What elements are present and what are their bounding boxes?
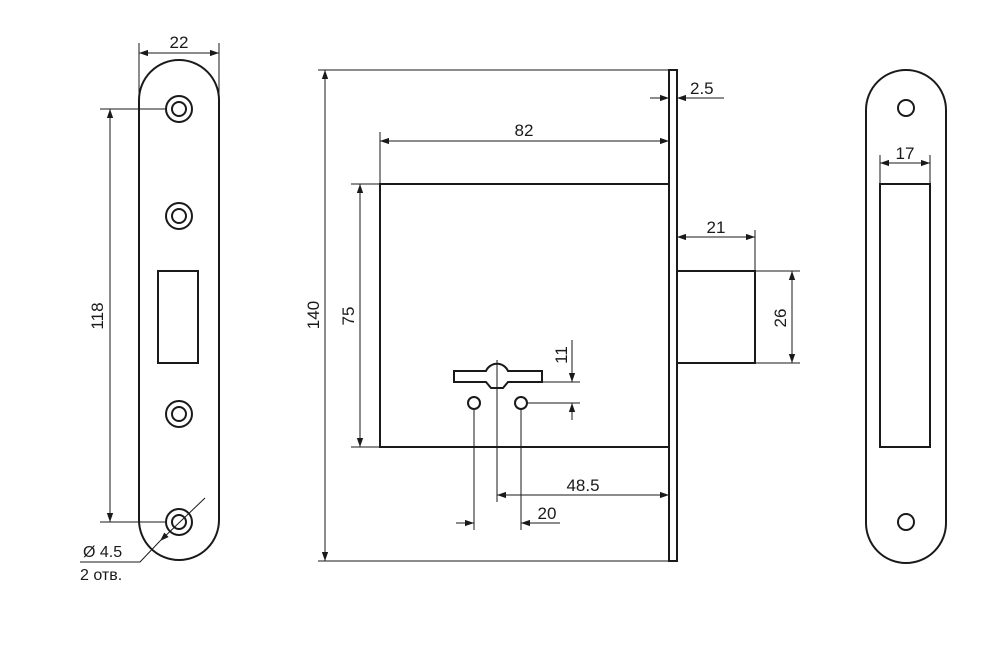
keyhole	[453, 362, 543, 389]
strike-screw-hole-bottom	[897, 513, 915, 531]
dim-faceplate-thickness: 2.5	[690, 79, 714, 98]
screw-hole-lower	[165, 400, 193, 428]
dim-hole-diameter: Ø 4.5	[83, 544, 122, 561]
dim-keyhole-offset: 11	[552, 346, 571, 364]
screw-hole-top	[165, 95, 193, 123]
screw-hole-upper	[165, 202, 193, 230]
strike-opening	[879, 183, 931, 448]
bolt-opening	[157, 270, 199, 364]
dim-faceplate-width: 22	[170, 33, 189, 52]
dim-bolt-throw: 21	[707, 218, 726, 237]
strike-plate-view: 17	[865, 69, 947, 564]
dim-total-height: 140	[304, 301, 323, 329]
strike-screw-hole-top	[897, 99, 915, 117]
dim-bolt-height: 26	[771, 309, 790, 328]
hole-count-note: 2 отв.	[80, 567, 122, 584]
bolt	[676, 270, 756, 364]
dim-body-depth: 82	[515, 121, 534, 140]
faceplate-side	[668, 69, 678, 562]
faceplate-front-view: 22 118 Ø 4.5 2 отв.	[80, 33, 220, 584]
lock-side-view: 140 75 82 2.5 21 26 11 4	[304, 69, 800, 562]
dim-screw-spacing: 118	[88, 302, 107, 329]
dim-body-height: 75	[339, 307, 358, 326]
spindle-hole-right	[514, 396, 528, 410]
faceplate-outline	[138, 59, 220, 561]
dim-strike-opening-width: 17	[896, 144, 915, 163]
strike-plate-outline	[865, 69, 947, 564]
dim-backset: 48.5	[566, 476, 599, 495]
dim-hole-spacing: 20	[538, 504, 557, 523]
spindle-hole-left	[467, 396, 481, 410]
